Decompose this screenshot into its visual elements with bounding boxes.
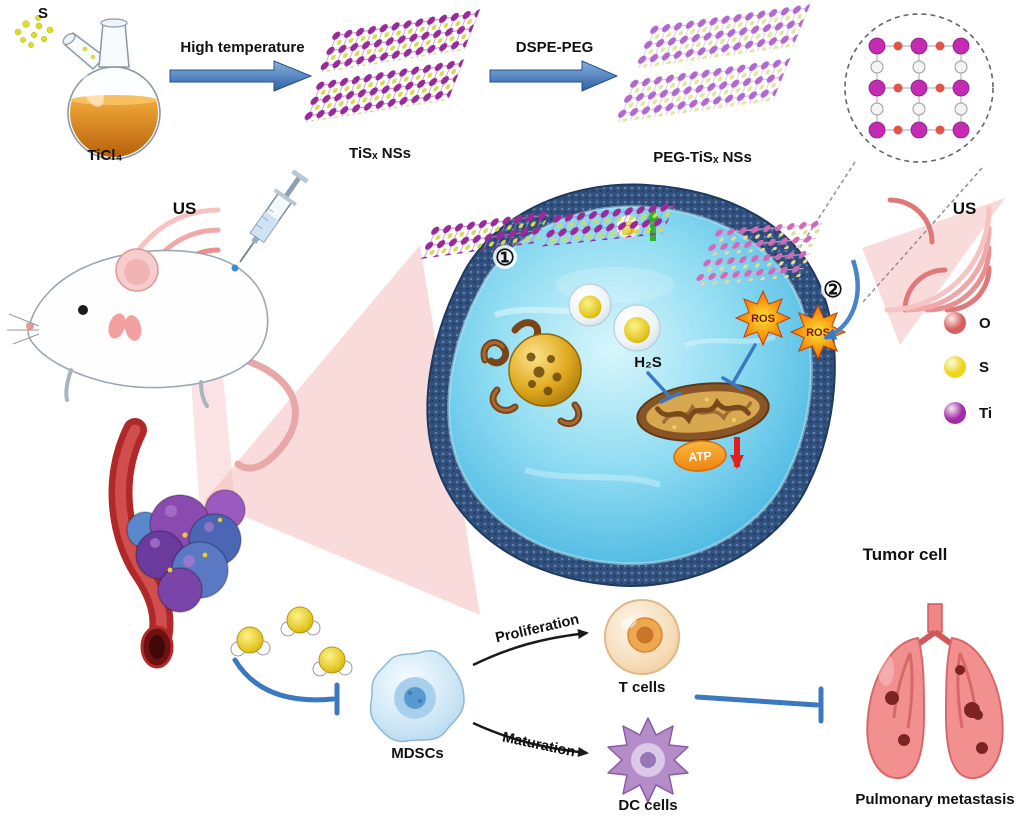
step2-arrow-icon	[823, 259, 860, 341]
legend-label-O: O	[979, 315, 991, 332]
ros-label: ROS	[751, 313, 775, 325]
mdsc-cell-icon	[369, 650, 465, 743]
arrow-dspe-peg	[489, 60, 619, 92]
h2s-inhibit-icon	[646, 371, 682, 404]
us-right-label: US	[952, 199, 977, 218]
lungs-icon	[866, 603, 1004, 780]
injection-drop	[231, 264, 239, 272]
step1-marker: ①	[495, 245, 515, 270]
mdsc-inhibit-icon	[232, 657, 340, 716]
crystal-lattice-icon	[868, 37, 970, 139]
beam-tumor-to-cell	[205, 245, 480, 615]
ros-burst-1: ROS	[734, 289, 792, 347]
trachea	[927, 603, 943, 633]
product1-label: TiSₓ NSs	[349, 145, 411, 162]
syringe-icon	[239, 169, 309, 263]
mouse-tail	[234, 358, 299, 472]
porous-nanosphere-icon	[508, 333, 582, 407]
legend-item-S: S	[944, 356, 989, 378]
dccells-label: DC cells	[618, 797, 678, 814]
mdsc-label: MDSCs	[391, 745, 444, 762]
h2s-molecules-icon	[230, 606, 353, 677]
sulfur-powder-icon	[14, 15, 54, 48]
tumor-cell: ATP H₂S ROS ROS	[420, 183, 860, 587]
tumor-cell-label: Tumor cell	[862, 545, 948, 564]
legend: O S Ti	[944, 312, 992, 424]
mouse-lungs	[108, 313, 126, 339]
mouse-nose	[26, 322, 34, 330]
flask-icon	[62, 18, 161, 160]
legend-label-Ti: Ti	[979, 405, 992, 422]
legend-label-S: S	[979, 359, 989, 376]
atp-badge: ATP	[673, 440, 727, 472]
arrow2-label: DSPE-PEG	[515, 39, 594, 56]
t-cell-icon	[604, 599, 680, 675]
cell-nanosheet-2	[540, 202, 677, 247]
cell-nanosheet-3	[704, 219, 825, 257]
golgi-icon	[480, 319, 583, 428]
atp-label: ATP	[688, 449, 712, 465]
cell-nanosheet-1	[420, 210, 550, 260]
inset-callout-lines	[792, 161, 983, 303]
product2-label: PEG-TiSₓ NSs	[653, 149, 752, 166]
mouse-icon	[7, 169, 309, 472]
cell-nanosheet-4	[692, 249, 813, 287]
legend-item-O: O	[944, 312, 991, 334]
sulfur-label: S	[37, 5, 48, 22]
ros-inhibit-icon	[721, 343, 757, 391]
h2s-label: H₂S	[634, 354, 662, 371]
legend-item-Ti: Ti	[944, 402, 992, 424]
mouse-body	[27, 249, 269, 389]
proliferation-arrow-icon	[472, 629, 589, 667]
metastasis-spots	[885, 665, 988, 754]
peg-tisx-nanosheets-icon	[614, 3, 811, 123]
primary-tumor-icon	[108, 418, 246, 669]
maturation-arrow-icon	[472, 721, 589, 757]
metastasis-inhibit-icon	[694, 686, 824, 724]
step2-marker: ②	[823, 277, 843, 302]
arrow1-label: High temperature	[180, 39, 305, 56]
tcells-label: T cells	[618, 679, 666, 696]
mouse-eye	[78, 305, 88, 315]
dc-cell-icon	[607, 717, 689, 803]
arrow-high-temperature	[169, 60, 313, 92]
us-waves-right-icon	[884, 197, 992, 313]
tisx-nanosheets-icon	[302, 8, 481, 123]
us-left-label: US	[172, 199, 197, 218]
metastasis-label: Pulmonary metastasis	[855, 791, 1015, 808]
flask-label: TiCl₄	[87, 147, 123, 164]
immune-flow	[230, 599, 824, 803]
crystal-inset	[844, 13, 994, 163]
